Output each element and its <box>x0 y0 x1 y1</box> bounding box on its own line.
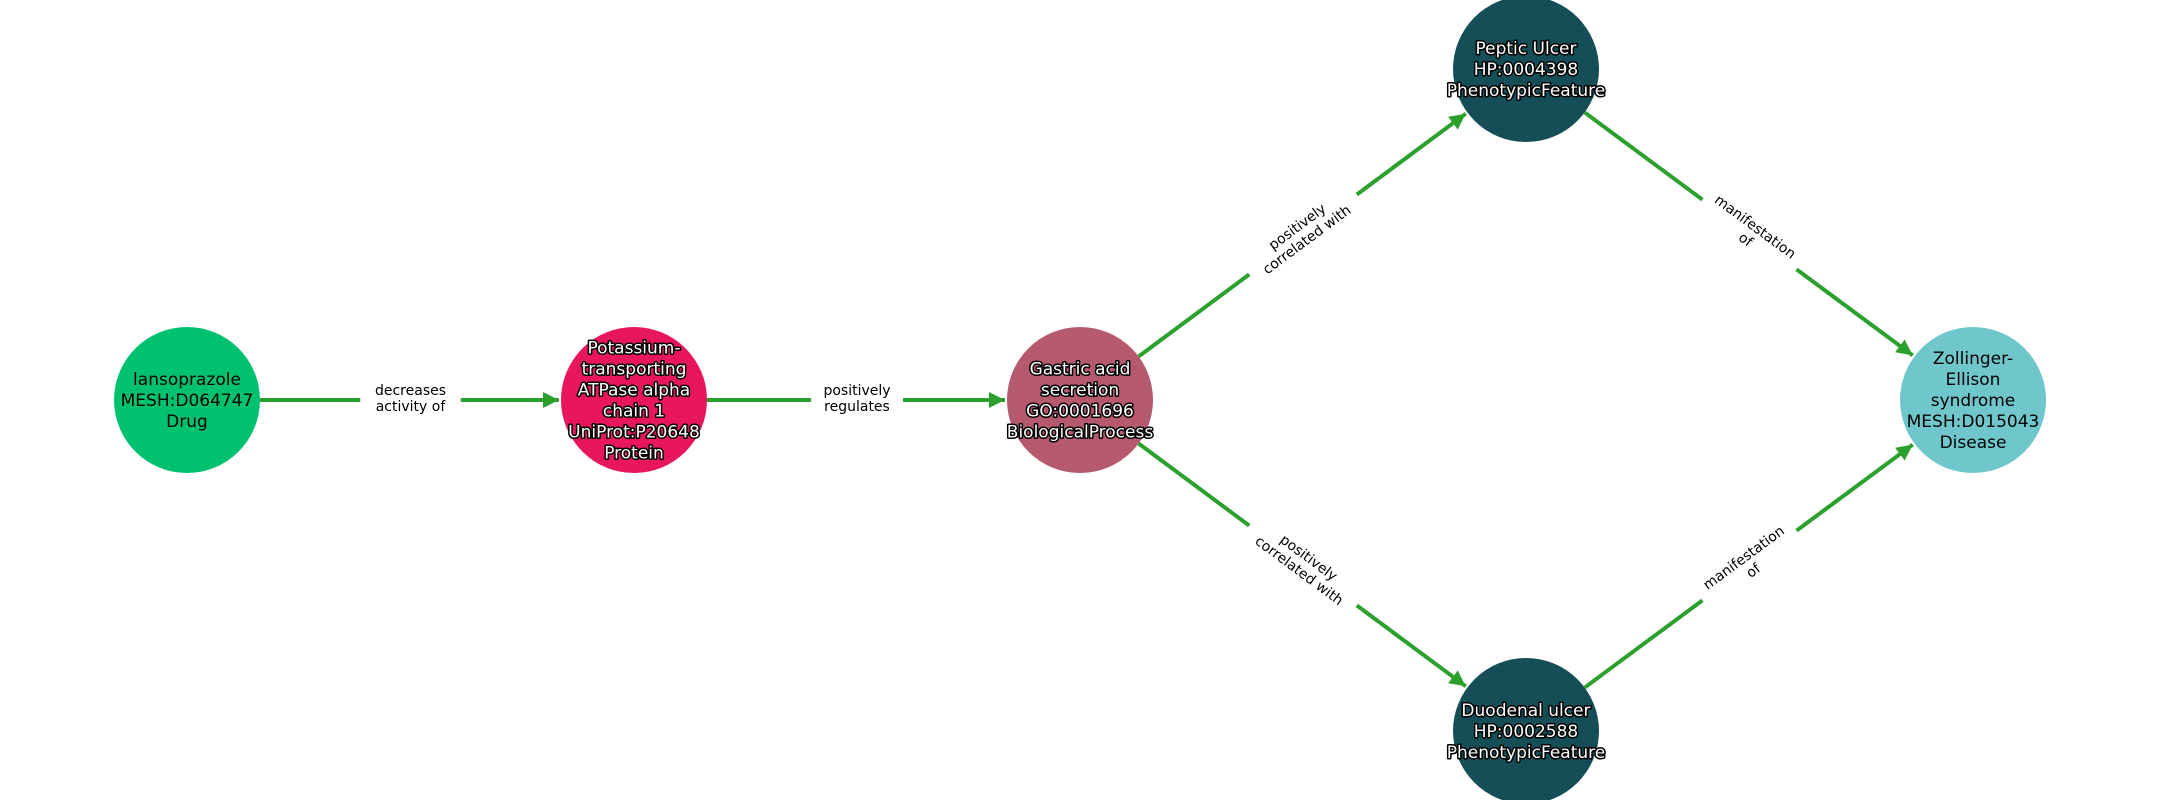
node-label-line: Potassium- <box>587 339 680 359</box>
node-label-line: UniProt:P20648 <box>568 423 700 443</box>
node-label-line: PhenotypicFeature <box>1447 743 1606 763</box>
edge-label-line: regulates <box>824 399 890 415</box>
node-label-line: HP:0004398 <box>1474 60 1578 80</box>
node-label-line: chain 1 <box>603 402 665 422</box>
node-circle <box>1007 327 1153 473</box>
node-label-line: Disease <box>1940 433 2007 453</box>
edge-label-line: positively <box>823 383 890 399</box>
node-circle <box>561 327 707 473</box>
node-label-line: Zollinger- <box>1933 349 2013 369</box>
edge-label-background <box>1237 179 1369 290</box>
node-label-line: syndrome <box>1931 391 2016 411</box>
node-circle <box>114 327 260 473</box>
edge-label-background <box>811 381 903 419</box>
node-label-line: MESH:D064747 <box>121 391 254 411</box>
node-label-line: HP:0002588 <box>1474 722 1578 742</box>
node-circle <box>1453 0 1599 142</box>
edge-label-background <box>1237 510 1369 621</box>
node-label-line: BiologicalProcess <box>1007 423 1154 443</box>
edge-label-line: decreases <box>375 383 446 399</box>
node-circle <box>1900 327 2046 473</box>
edge-label-background <box>360 381 461 419</box>
node-circle <box>1453 658 1599 800</box>
node-label-line: lansoprazole <box>133 370 241 390</box>
node-label-line: ATPase alpha <box>578 381 690 401</box>
node-duodenal[interactable]: Duodenal ulcerHP:0002588PhenotypicFeatur… <box>1445 658 1607 800</box>
node-label-line: Gastric acid <box>1030 360 1131 380</box>
node-label-line: Duodenal ulcer <box>1461 701 1590 721</box>
node-label-line: MESH:D015043 <box>1907 412 2040 432</box>
node-label-line: transporting <box>582 360 687 380</box>
node-label-line: Peptic Ulcer <box>1476 39 1577 59</box>
edge-label-background <box>1691 184 1808 285</box>
node-label-line: Drug <box>166 412 208 432</box>
node-gastric[interactable]: Gastric acidsecretionGO:0001696Biologica… <box>1005 327 1155 473</box>
node-label-line: secretion <box>1041 381 1119 401</box>
edge-label-line: activity of <box>376 399 447 415</box>
node-label-line: Ellison <box>1946 370 2001 390</box>
node-label-line: Protein <box>604 444 664 464</box>
node-zollinger[interactable]: Zollinger-EllisonsyndromeMESH:D015043Dis… <box>1900 327 2046 473</box>
node-label-line: PhenotypicFeature <box>1447 81 1606 101</box>
edge-label-background <box>1691 515 1808 616</box>
node-label-line: GO:0001696 <box>1026 402 1134 422</box>
